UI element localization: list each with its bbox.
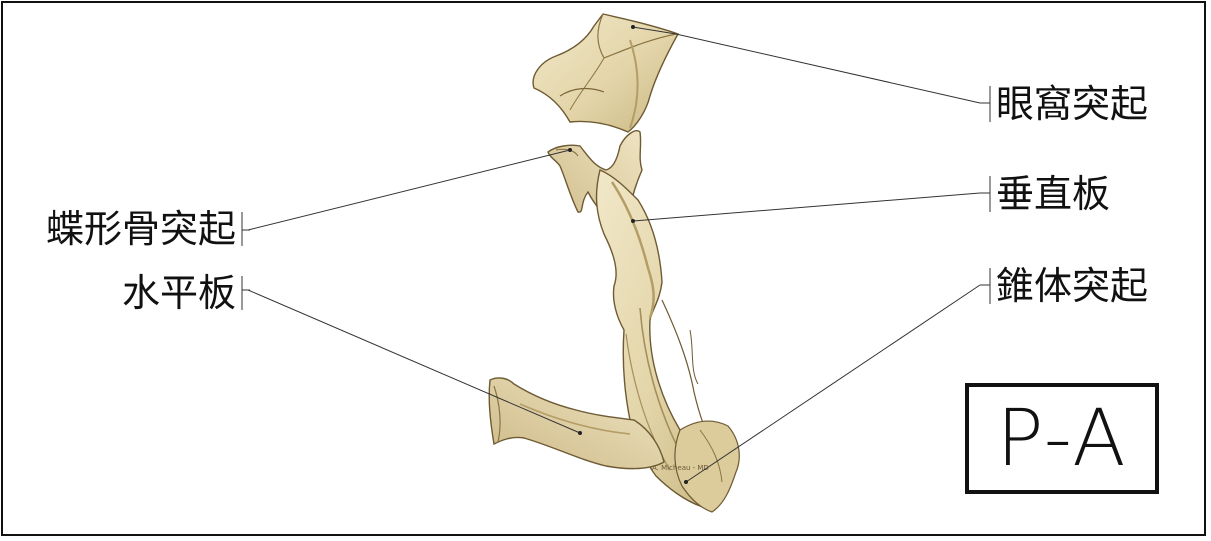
view-orientation-text: P-A (996, 394, 1127, 484)
view-orientation-badge: P-A (965, 383, 1159, 494)
leader-horizontal-plate (248, 290, 580, 433)
label-sphenoidal-process: 蝶形骨突起 (42, 210, 236, 248)
orbital-process-shape (533, 14, 678, 132)
leader-orbital-process (633, 27, 980, 103)
leader-pyramidal-process (686, 285, 980, 482)
label-horizontal-plate: 水平板 (42, 274, 236, 312)
label-perpendicular-plate: 垂直板 (996, 175, 1110, 213)
signature-text: A. Micheau - MD (652, 464, 709, 472)
label-pyramidal-process: 錐体突起 (996, 267, 1148, 305)
label-orbital-process: 眼窩突起 (996, 85, 1148, 123)
leader-perpendicular-plate (633, 193, 980, 221)
leader-sphenoidal-process (248, 150, 570, 230)
